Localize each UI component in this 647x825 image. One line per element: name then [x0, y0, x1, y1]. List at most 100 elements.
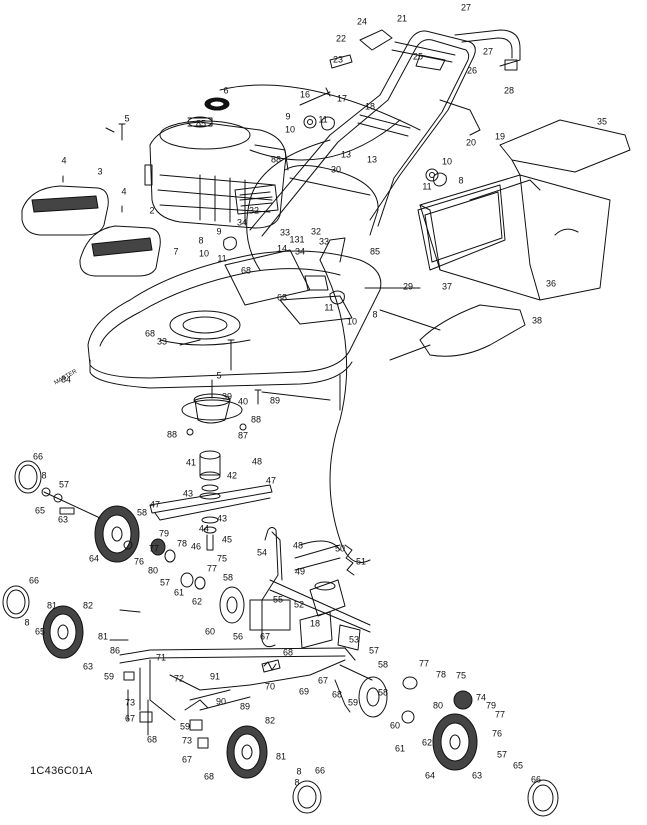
part-callout: 80 [432, 700, 444, 711]
part-callout: 19 [494, 131, 506, 142]
part-callout: 89 [269, 395, 281, 406]
part-callout: 73 [124, 697, 136, 708]
part-callout: 42 [226, 470, 238, 481]
part-callout: 30 [330, 164, 342, 175]
part-callout: 78 [435, 669, 447, 680]
part-callout: 89 [239, 701, 251, 712]
part-callout: 77 [418, 658, 430, 669]
part-callout: 68 [240, 265, 252, 276]
part-callout: 67 [124, 713, 136, 724]
part-callout: 76 [491, 728, 503, 739]
part-callout: 28 [503, 85, 515, 96]
part-callout: 76 [133, 556, 145, 567]
axle-linkage [119, 647, 373, 749]
part-callout: 85 [195, 118, 207, 129]
part-callout: 77 [148, 543, 160, 554]
part-callout: 16 [299, 89, 311, 100]
part-callout: 63 [471, 770, 483, 781]
part-callout: 5 [124, 113, 130, 124]
part-callout: 47 [265, 475, 277, 486]
part-callout: 59 [179, 721, 191, 732]
part-callout: 44 [198, 523, 210, 534]
part-callout: 6 [223, 85, 229, 96]
part-callout: 65 [34, 626, 46, 637]
part-callout: 73 [181, 735, 193, 746]
part-callout: 5 [216, 370, 222, 381]
part-callout: 25 [412, 51, 424, 62]
part-callout: 68 [146, 734, 158, 745]
part-callout: 52 [293, 599, 305, 610]
part-callout: 91 [209, 671, 221, 682]
part-callout: 38 [531, 315, 543, 326]
part-callout: 64 [88, 553, 100, 564]
part-callout: 67 [317, 675, 329, 686]
part-callout: 8 [296, 766, 302, 777]
part-callout: 58 [377, 659, 389, 670]
diagram-code: 1C436C01A [30, 765, 93, 777]
part-callout: 72 [173, 673, 185, 684]
part-callout: 22 [335, 33, 347, 44]
part-callout: 27 [482, 46, 494, 57]
part-callout: 33 [279, 227, 291, 238]
part-callout: 57 [368, 645, 380, 656]
part-callout: 78 [176, 538, 188, 549]
part-callout: 34 [294, 246, 306, 257]
part-callout: 8 [372, 309, 378, 320]
part-callout: 35 [596, 116, 608, 127]
part-callout: 8 [24, 617, 30, 628]
handle-assembly [219, 29, 521, 563]
part-callout: 32 [310, 226, 322, 237]
part-callout: 33 [156, 336, 168, 347]
part-callout: 60 [204, 626, 216, 637]
part-callout: 48 [251, 456, 263, 467]
hardware-bolts [59, 116, 447, 641]
part-callout: 11 [324, 302, 334, 313]
part-callout: 51 [355, 556, 367, 567]
part-callout: 57 [58, 479, 70, 490]
part-callout: 68 [203, 771, 215, 782]
part-callout: 8 [41, 470, 47, 481]
part-callout: 61 [394, 743, 406, 754]
part-callout: 13 [340, 149, 352, 160]
part-callout: 88 [166, 429, 178, 440]
part-callout: 10 [441, 156, 453, 167]
part-callout: 20 [465, 137, 477, 148]
part-callout: 65 [34, 505, 46, 516]
drive-assembly [249, 527, 371, 651]
part-callout: 33 [318, 236, 330, 247]
part-callout: 84 [60, 374, 72, 385]
part-callout: 13 [366, 154, 378, 165]
part-callout: 62 [191, 596, 203, 607]
part-callout: 81 [46, 600, 58, 611]
part-callout: 10 [284, 124, 296, 135]
part-callout: 77 [494, 709, 506, 720]
part-callout: 68 [331, 689, 343, 700]
part-callout: 71 [155, 652, 167, 663]
part-callout: 86 [109, 645, 121, 656]
part-callout: 66 [314, 765, 326, 776]
part-callout: 3 [97, 166, 103, 177]
part-callout: 11 [217, 253, 227, 264]
part-callout: 75 [455, 670, 467, 681]
part-callout: 68 [282, 647, 294, 658]
part-callout: 17 [336, 93, 348, 104]
part-callout: 47 [149, 499, 161, 510]
part-callout: 48 [292, 540, 304, 551]
part-callout: 68 [144, 328, 156, 339]
part-callout: 61 [173, 587, 185, 598]
part-callout: 58 [222, 572, 234, 583]
part-callout: 131 [289, 234, 305, 245]
part-callout: 82 [264, 715, 276, 726]
part-callout: 24 [356, 16, 368, 27]
engine-assembly [144, 116, 289, 229]
part-callout: 87 [237, 430, 249, 441]
part-callout: 81 [97, 631, 109, 642]
part-callout: 66 [32, 451, 44, 462]
part-callout: 80 [147, 565, 159, 576]
part-callout: 58 [377, 687, 389, 698]
grass-bag [364, 119, 631, 361]
part-callout: 21 [396, 13, 408, 24]
part-callout: 79 [158, 528, 170, 539]
part-callout: 59 [103, 671, 115, 682]
